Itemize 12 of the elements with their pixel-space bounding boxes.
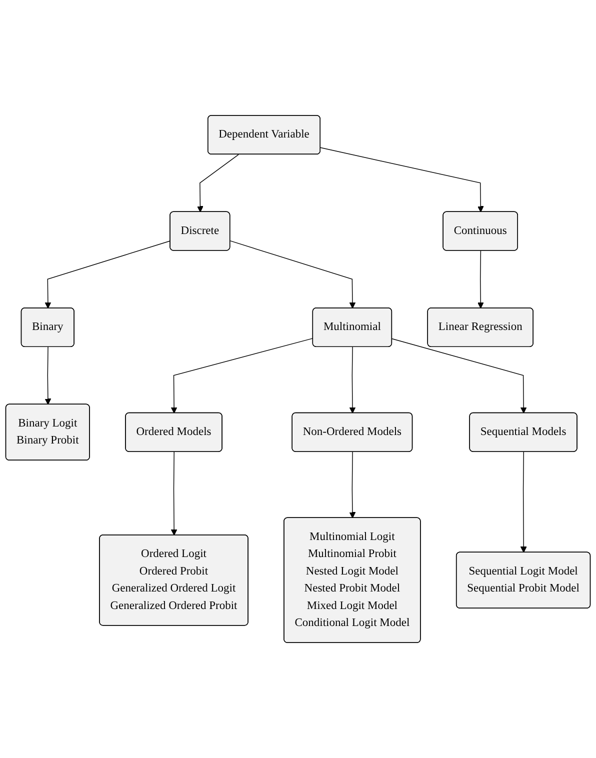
arrow	[170, 338, 314, 414]
arrow	[477, 250, 484, 309]
arrow	[197, 154, 239, 212]
arrow	[320, 147, 484, 212]
arrow	[520, 452, 527, 553]
arrow	[44, 240, 171, 309]
arrow	[230, 240, 356, 309]
arrow	[44, 346, 52, 405]
arrow	[170, 452, 178, 536]
arrow	[392, 338, 527, 414]
arrow	[349, 346, 356, 414]
arrow	[349, 452, 356, 518]
